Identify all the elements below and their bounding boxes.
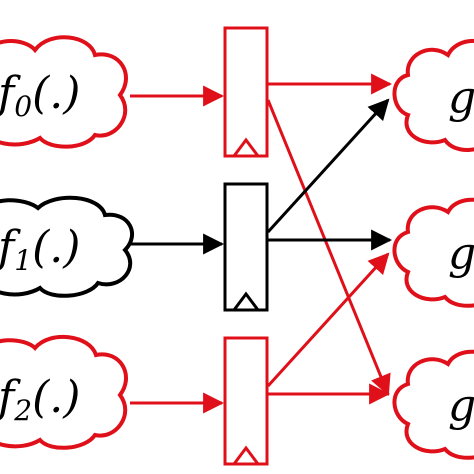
cloud-label-f0: f0(.)	[0, 68, 80, 123]
cloud-shape	[0, 35, 128, 149]
register-1	[223, 182, 269, 312]
arrow-register0-to-g2	[266, 99, 391, 396]
register-0	[223, 26, 269, 158]
output-cloud-0: g	[392, 39, 474, 152]
cloud-shape	[0, 334, 128, 450]
cloud-shape	[0, 195, 135, 298]
output-cloud-2: g	[392, 349, 474, 460]
arrow-register2-to-g1	[266, 252, 390, 388]
cloud-label-f1: f1(.)	[0, 222, 80, 277]
input-cloud-f0: f0(.)	[0, 35, 128, 149]
output-label-2: g	[448, 380, 474, 431]
register-2	[223, 336, 269, 466]
input-cloud-f1: f1(.)	[0, 195, 135, 298]
cloud-shape	[392, 349, 474, 460]
output-cloud-1: g	[392, 197, 474, 308]
output-label-0: g	[448, 72, 474, 123]
cloud-label-f2: f2(.)	[0, 372, 80, 427]
output-label-1: g	[448, 228, 474, 279]
input-cloud-f2: f2(.)	[0, 334, 128, 450]
cloud-shape	[392, 39, 474, 152]
arrow-register1-to-g0	[266, 98, 390, 234]
cloud-shape	[392, 197, 474, 308]
